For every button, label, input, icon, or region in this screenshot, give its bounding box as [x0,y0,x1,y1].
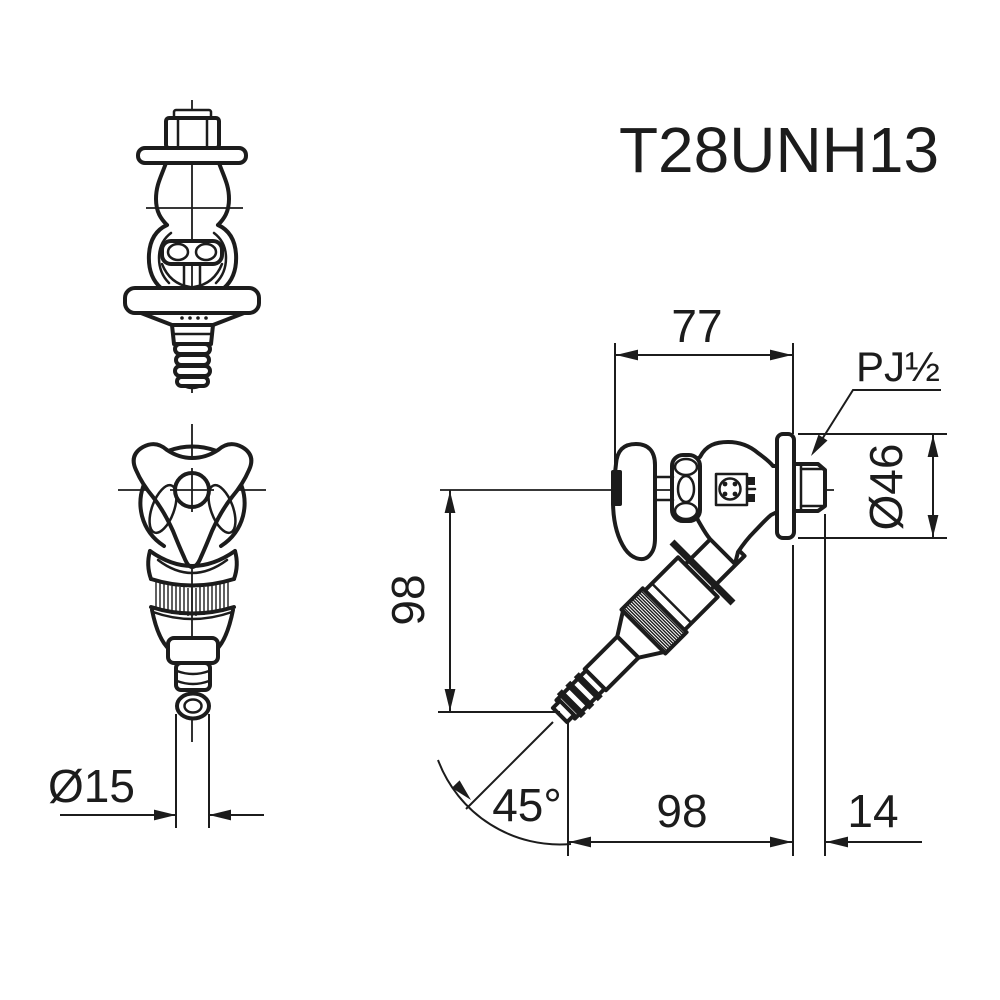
outlet-tip-bore [183,698,203,714]
neck-right [216,161,231,227]
side-view: 77 PJ½ Ø46 98 [382,300,947,856]
body-side-right [232,549,239,581]
front-view: Ø15 [48,424,266,828]
barb-ridge [173,342,212,356]
seal-band [669,539,736,606]
wall-flange-side [775,432,796,540]
outlet-angle-label: 45° [492,779,562,831]
dim-thread-protrusion: 14 [824,514,922,856]
thread-size-label: PJ½ [856,343,940,390]
body-wing-right [216,223,239,290]
neck-left [154,161,169,227]
handle-hub-plate [160,239,224,266]
handle-opening-right [207,483,237,535]
spout-tip [550,698,577,725]
spout-knurl-hatching [623,590,685,652]
hub-hole-right [194,242,218,262]
handle-opening-left [148,483,178,535]
barb-ridge [174,353,211,367]
body-width-label: 77 [671,300,722,352]
screw-head [718,477,742,501]
dim-body-width: 77 [614,300,794,472]
dim-height-to-outlet: 98 [382,490,560,713]
screw-tab-bottom [747,494,755,502]
knurl-top-edge [149,577,236,588]
pipe-thread [792,462,827,513]
body-wing-left [146,223,169,290]
model-number: T28UNH13 [619,114,939,186]
barb-ridge-side [556,689,586,719]
knurl-hatching [155,582,229,616]
handle-skirt-plate [123,286,261,315]
barb-ridge-side [565,680,595,710]
dim-outlet-diameter: Ø15 [48,714,264,828]
inlet-hex-nut [164,116,221,150]
handle-side [611,442,657,562]
hub-hole-left [166,242,190,262]
barb-ridge [175,375,210,388]
outlet-stub-front [174,661,212,692]
flange-diameter-label: Ø46 [860,444,912,531]
screw-tab-top [747,477,755,485]
barb-ridge-side [573,672,603,702]
rear-view [123,100,261,393]
outlet-base [166,636,220,665]
handle-hub-side [611,470,622,506]
dim-outlet-angle: 45° [437,721,572,846]
thread-protrusion-label: 14 [847,785,898,837]
wall-flange-rear [136,146,248,165]
height-to-outlet-label: 98 [382,574,434,625]
bonnet-rim-upper [148,549,237,568]
outlet-diameter-label: Ø15 [48,760,135,812]
outlet-tip-outer [175,691,211,721]
wall-to-outlet-label: 98 [656,785,707,837]
dim-thread-callout: PJ½ [806,343,941,459]
body-side-left [146,549,153,581]
dim-wall-to-outlet: 98 [567,545,794,856]
dim-flange-diameter: Ø46 [798,433,947,539]
barb-ridge [173,364,212,378]
